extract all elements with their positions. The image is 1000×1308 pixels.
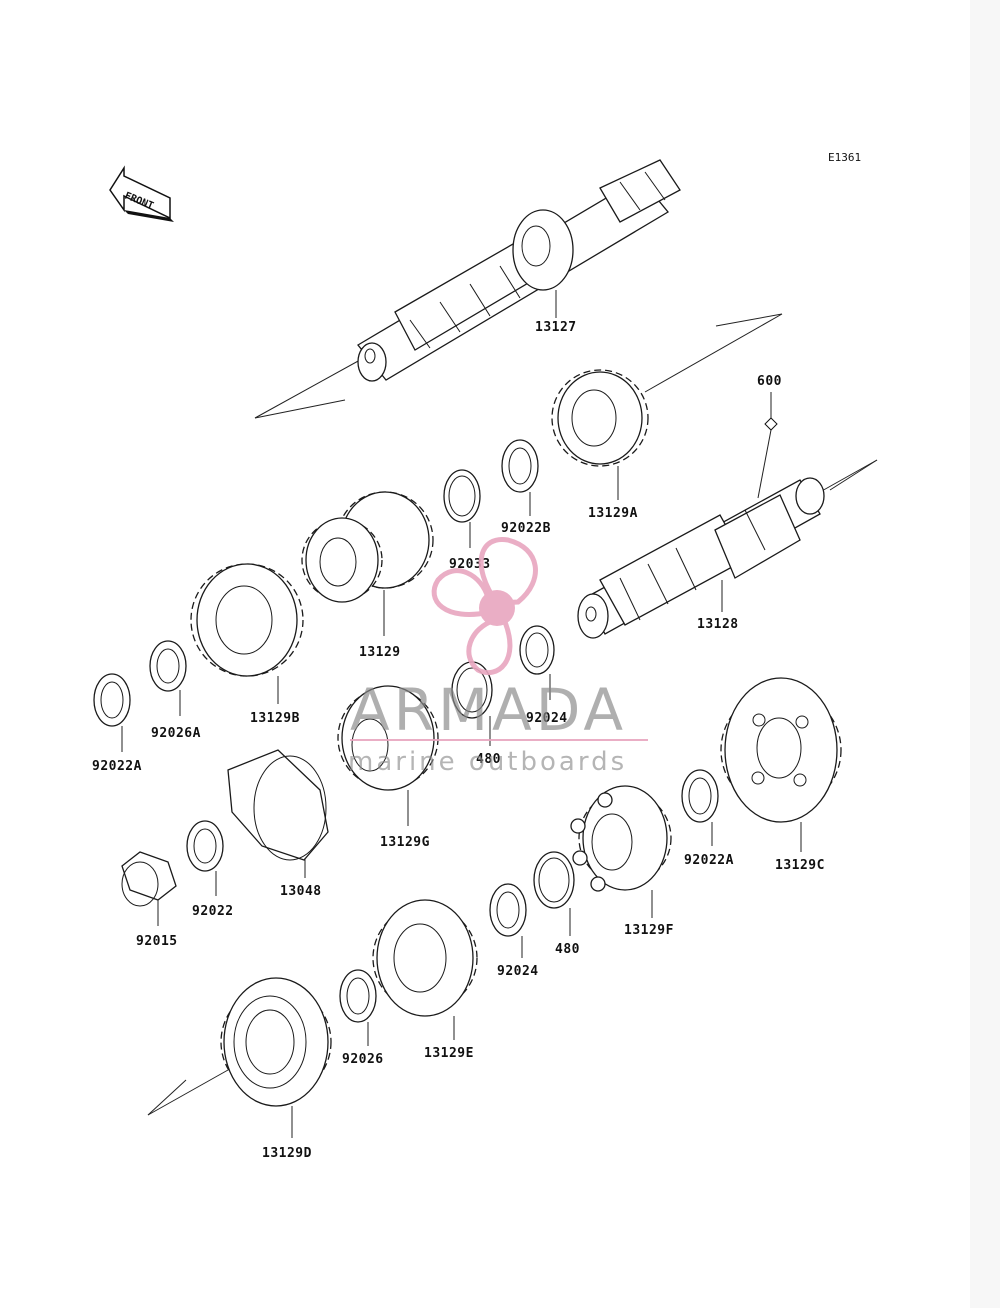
part-label-480-bottom: 480 [555,942,580,957]
circlip-480-bottom [533,851,575,936]
gear-13129F [570,785,672,918]
washer-92022 [186,820,224,896]
part-label-13129F: 13129F [624,923,674,938]
main-shaft-13127 [254,159,681,419]
collar-13048 [227,749,329,878]
circlip-480-top [451,661,493,746]
counter-shaft-13128 [577,459,878,639]
part-label-92022A-right: 92022A [684,853,734,868]
washer-92024-bottom [489,883,527,958]
washer-92022A-right [681,769,719,846]
washer-92022A-left [93,673,131,752]
part-label-600: 600 [757,374,782,389]
part-label-13127: 13127 [535,320,577,335]
gear-13129B [190,563,304,704]
part-label-13129G: 13129G [380,835,430,850]
part-label-13129C: 13129C [775,858,825,873]
washer-92024-top [519,625,555,700]
washer-92026A [149,640,187,716]
gear-13129D [147,977,332,1138]
part-label-13129D: 13129D [262,1146,312,1161]
propeller-logo-icon [431,536,538,675]
gear-13129E [372,899,478,1040]
part-label-92015: 92015 [136,934,178,949]
gear-13129G [337,685,439,826]
part-label-480-top: 480 [476,752,501,767]
part-label-92026A: 92026A [151,726,201,741]
nut-92015 [121,851,177,926]
part-label-92022: 92022 [192,904,234,919]
gear-13129C [720,677,842,852]
part-label-92022A-left: 92022A [92,759,142,774]
front-arrow-icon: FRONT [109,165,174,222]
part-label-13129A: 13129A [588,506,638,521]
gear-13129A [551,369,649,500]
part-label-92024-bottom: 92024 [497,964,539,979]
part-label-92022B: 92022B [501,521,551,536]
right-margin-band [970,0,1000,1308]
washer-92022B [501,439,539,516]
gear-13129 [301,491,434,636]
circlip-92033 [443,469,481,548]
part-label-13129B: 13129B [250,711,300,726]
part-label-13128: 13128 [697,617,739,632]
part-label-13129E: 13129E [424,1046,474,1061]
watermark-subtitle: marine outboards [348,747,627,777]
part-label-92024-top: 92024 [526,711,568,726]
part-label-13129: 13129 [359,645,401,660]
part-label-13048: 13048 [280,884,322,899]
part-label-92026: 92026 [342,1052,384,1067]
watermark-title: ARMADA [350,676,627,744]
washer-92026 [339,969,377,1046]
armada-watermark: ARMADA marine outboards [348,536,648,777]
diagram-code: E1361 [828,151,861,164]
